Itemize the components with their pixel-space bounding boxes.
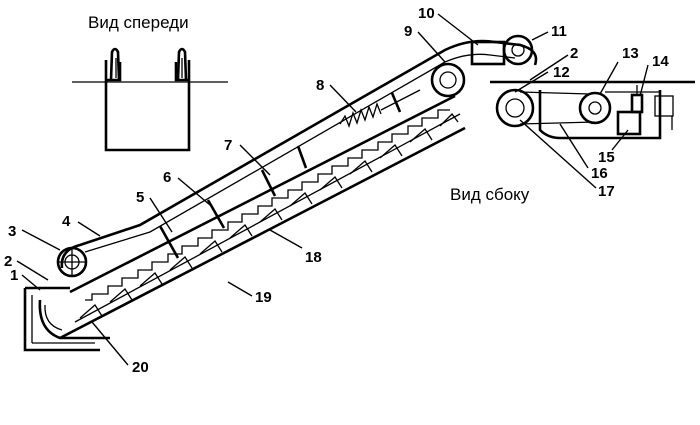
front-view-right-step — [174, 62, 189, 82]
balustrade-post-5 — [158, 225, 180, 259]
side-view-caption: Вид сбоку — [450, 185, 530, 204]
label-17: 17 — [598, 183, 615, 200]
label-4: 4 — [62, 213, 71, 230]
lower-return — [38, 299, 110, 340]
front-view-left-step — [106, 62, 122, 82]
leader-13 — [599, 61, 619, 95]
label-11: 11 — [551, 23, 567, 40]
leader-11 — [531, 31, 549, 41]
front-view-right-handrail — [176, 47, 188, 81]
leader-2-lower — [16, 260, 49, 281]
lower-sprocket-spokes — [58, 248, 86, 276]
gearbox-15 — [616, 110, 642, 136]
label-10: 10 — [418, 5, 435, 22]
brake-14 — [630, 93, 644, 114]
tension-rod — [380, 89, 421, 111]
label-20: 20 — [132, 359, 149, 376]
step-profile — [85, 109, 450, 301]
upper-handrail-wheel-hub — [511, 43, 525, 57]
leader-2-upper — [529, 54, 569, 81]
label-7: 7 — [224, 137, 232, 154]
truss-bottom-chord — [59, 126, 466, 340]
label-13: 13 — [622, 45, 639, 62]
lower-pit — [23, 288, 100, 352]
truss-lattice — [79, 113, 459, 319]
label-16: 16 — [591, 165, 608, 182]
label-6: 6 — [163, 169, 171, 186]
label-15: 15 — [598, 149, 615, 166]
upper-drive-box-10 — [470, 40, 506, 66]
handrail — [60, 39, 538, 269]
label-5: 5 — [136, 189, 144, 206]
balustrade-post-7b — [296, 145, 308, 169]
leader-19 — [227, 281, 253, 297]
upper-handrail-wheel-11 — [502, 34, 534, 66]
balustrade-inner — [84, 53, 516, 253]
leader-5 — [149, 197, 173, 233]
lower-return-inner — [44, 304, 63, 331]
number-labels: 1 2 3 4 5 6 7 8 9 10 11 2 12 13 14 15 16… — [4, 5, 669, 376]
upper-turnaround-wheel — [495, 88, 535, 128]
leader-3 — [21, 229, 61, 251]
upper-turnaround-hub — [505, 98, 525, 118]
label-2-upper: 2 — [570, 45, 578, 62]
label-12: 12 — [553, 64, 570, 81]
control-cabinet — [654, 95, 674, 117]
leader-17 — [519, 119, 597, 189]
label-14: 14 — [652, 53, 669, 70]
leader-6 — [177, 177, 211, 206]
leader-20 — [91, 321, 129, 366]
motor-13 — [578, 91, 612, 125]
leader-16 — [559, 123, 589, 169]
upper-sprocket-9 — [430, 62, 466, 98]
front-view: Вид спереди — [72, 13, 228, 152]
tension-spring-8 — [339, 102, 382, 128]
leader-7 — [239, 144, 271, 176]
front-view-left-handrail — [109, 47, 121, 81]
label-8: 8 — [316, 77, 324, 94]
leader-10 — [437, 13, 479, 46]
label-3: 3 — [8, 223, 16, 240]
balustrade-post-7a — [260, 169, 277, 197]
leader-1 — [21, 274, 41, 291]
leader-lines — [16, 13, 649, 366]
label-19: 19 — [255, 289, 272, 306]
motor-hub — [588, 101, 602, 115]
leader-18 — [269, 229, 303, 249]
step-chain-path — [74, 113, 461, 323]
machine-room — [538, 90, 662, 140]
leader-4 — [77, 221, 101, 237]
upper-sprocket-hub — [439, 71, 457, 89]
leader-14 — [639, 64, 649, 97]
balustrade-post-6 — [206, 199, 226, 229]
leader-9 — [417, 31, 446, 63]
side-view: Вид сбоку — [23, 34, 695, 352]
front-view-caption: Вид спереди — [88, 13, 189, 32]
truss-top-chord — [69, 94, 456, 294]
label-9: 9 — [404, 23, 412, 40]
label-2-lower: 2 — [4, 253, 12, 270]
drive-belt-top — [519, 91, 591, 95]
leader-8 — [329, 84, 357, 113]
front-view-body — [104, 60, 191, 152]
label-18: 18 — [305, 249, 322, 266]
drive-belt-bottom — [519, 121, 596, 125]
leader-15 — [611, 129, 629, 151]
leader-12 — [514, 71, 549, 93]
label-1: 1 — [10, 267, 18, 284]
